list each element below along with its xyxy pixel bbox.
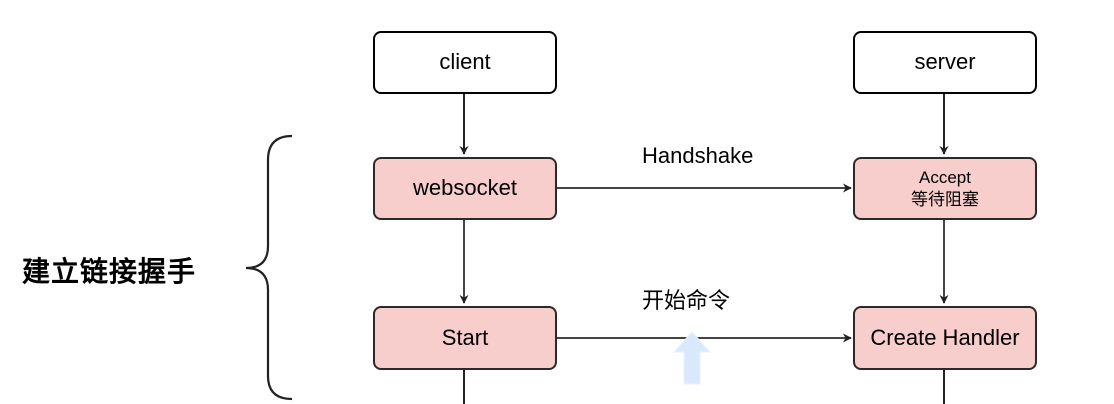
accept-node: Accept 等待阻塞 bbox=[853, 157, 1037, 220]
accept-wait-label: 等待阻塞 bbox=[911, 189, 979, 209]
accept-label: Accept bbox=[919, 167, 971, 187]
group-brace bbox=[245, 134, 293, 401]
create-handler-node: Create Handler bbox=[853, 306, 1037, 370]
client-node: client bbox=[373, 31, 557, 94]
websocket-label: websocket bbox=[413, 175, 517, 201]
up-arrow-icon bbox=[672, 331, 712, 385]
handshake-label: Handshake bbox=[642, 143, 754, 168]
group-label: 建立链接握手 bbox=[22, 255, 197, 288]
create-handler-label: Create Handler bbox=[870, 324, 1020, 350]
start-label: Start bbox=[441, 324, 489, 350]
websocket-node: websocket bbox=[373, 157, 557, 220]
start-command-label: 开始命令 bbox=[642, 289, 731, 314]
client-label: client bbox=[439, 49, 491, 75]
server-label: server bbox=[914, 49, 976, 75]
server-node: server bbox=[853, 31, 1037, 94]
start-node: Start bbox=[373, 306, 557, 370]
